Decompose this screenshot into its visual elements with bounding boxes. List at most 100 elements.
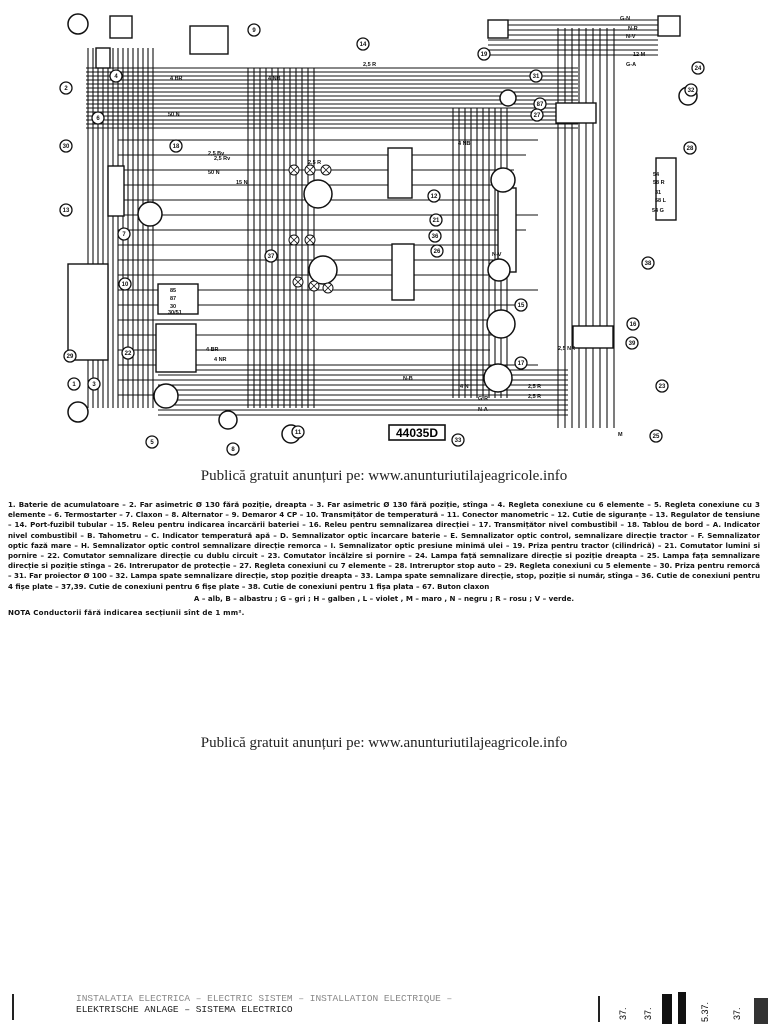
callout-2: 2: [59, 81, 73, 95]
callout-25: 25: [649, 429, 663, 443]
component-round-6: [499, 89, 517, 107]
diagram-code: 44035D: [396, 426, 438, 440]
component-box-12: [572, 325, 614, 349]
callout-number-87: 87: [537, 102, 544, 108]
callout-number-17: 17: [518, 361, 525, 367]
component-round-8: [153, 383, 179, 409]
callout-ring-14: [356, 37, 370, 51]
callout-number-26: 26: [434, 249, 441, 255]
callout-ring-16: [626, 317, 640, 331]
callout-number-10: 10: [122, 282, 129, 288]
callout-ring-21: [429, 213, 443, 227]
callout-number-39: 39: [629, 341, 636, 347]
callout-30: 30: [59, 139, 73, 153]
callout-ring-36: [428, 229, 442, 243]
component-round-4: [486, 309, 516, 339]
callout-32: 32: [684, 83, 698, 97]
component-box-14: [657, 15, 681, 37]
callout-number-13: 13: [63, 208, 70, 214]
callout-number-19: 19: [481, 52, 488, 58]
index-tab-3: 37.: [732, 1007, 742, 1020]
callout-number-1: 1: [72, 382, 76, 388]
component-box-0: [189, 25, 229, 55]
callout-number-6: 6: [96, 116, 100, 122]
callout-ring-8: [226, 442, 240, 456]
panel-lamp-cross-2: [322, 166, 330, 174]
callout-ring-33: [451, 433, 465, 447]
callout-ring-3: [87, 377, 101, 391]
component-round-1: [308, 255, 338, 285]
wire-label-17: M: [618, 432, 623, 438]
callout-number-36: 36: [432, 234, 439, 240]
wire-label-19: 4 N: [460, 384, 469, 390]
wire-label-28: 87: [170, 296, 176, 302]
callout-number-2: 2: [64, 86, 68, 92]
callout-ring-17: [514, 356, 528, 370]
legend-colors: A – alb, B – albastru ; G – gri ; H – ga…: [193, 593, 575, 603]
wire-label-18: 2,5 NR: [558, 346, 575, 352]
component-box-11: [555, 102, 597, 124]
legend-items: 1. Baterie de acumulatoare – 2. Far asim…: [8, 500, 760, 591]
callout-36: 36: [428, 229, 442, 243]
panel-lamp-cross-1: [306, 166, 314, 174]
callout-ring-25: [649, 429, 663, 443]
callout-number-22: 22: [125, 351, 132, 357]
callout-21: 21: [429, 213, 443, 227]
callout-ring-15: [514, 298, 528, 312]
callout-number-4: 4: [114, 74, 118, 80]
callout-ring-22: [121, 346, 135, 360]
callout-number-25: 25: [653, 434, 660, 440]
component-box-2: [95, 47, 111, 69]
wire-label-13: N-R: [628, 26, 638, 32]
callout-ring-23: [655, 379, 669, 393]
callout-38: 38: [641, 256, 655, 270]
callout-87: 87: [533, 97, 547, 111]
wire-label-5: 2,5 Rv: [214, 156, 231, 162]
callout-28: 28: [683, 141, 697, 155]
callout-13: 13: [59, 203, 73, 217]
wire-label-25: 2,5 R: [528, 384, 541, 390]
panel-lamp-cross-6: [310, 282, 318, 290]
callout-ring-30: [59, 139, 73, 153]
callout-10: 10: [118, 277, 132, 291]
callout-ring-28: [683, 141, 697, 155]
wire-label-20: 2,5 R: [528, 394, 541, 400]
footer-title-line2: ELEKTRISCHE ANLAGE – SISTEMA ELECTRICO: [76, 1004, 293, 1015]
legend-block: 1. Baterie de acumulatoare – 2. Far asim…: [8, 500, 760, 618]
wire-label-6: 4 NB: [458, 141, 471, 147]
callout-number-29: 29: [67, 354, 74, 360]
component-box-6: [155, 323, 197, 373]
index-tab-2: 5.37.: [700, 1002, 710, 1022]
footer-title-line1: INSTALATIA ELECTRICA – ELECTRIC SISTEM –…: [76, 993, 453, 1004]
component-box-4: [107, 165, 125, 217]
callout-number-3: 3: [92, 382, 96, 388]
callout-39: 39: [625, 336, 639, 350]
callout-ring-29: [63, 349, 77, 363]
callout-1: 1: [67, 377, 81, 391]
panel-lamp-cross-7: [324, 284, 332, 292]
callout-33: 33: [451, 433, 465, 447]
component-box-3: [67, 263, 109, 361]
callout-5: 5: [145, 435, 159, 449]
callout-number-28: 28: [687, 146, 694, 152]
callout-number-37: 37: [268, 254, 275, 260]
component-round-5: [483, 363, 513, 393]
callout-16: 16: [626, 317, 640, 331]
wire-label-7: 50 N: [208, 170, 220, 176]
callout-number-11: 11: [295, 430, 302, 436]
callout-14: 14: [356, 37, 370, 51]
callout-ring-32: [684, 83, 698, 97]
callout-4: 4: [109, 69, 123, 83]
wire-label-27: 30: [170, 304, 176, 310]
callout-number-12: 12: [431, 194, 438, 200]
callout-number-16: 16: [630, 322, 637, 328]
component-box-1: [109, 15, 133, 39]
panel-lamp-cross-0: [290, 166, 298, 174]
wire-label-30: 54: [653, 172, 660, 178]
callout-29: 29: [63, 349, 77, 363]
footer-margin-bar: [12, 994, 14, 1020]
wire-label-4: 2,5 Bv: [208, 151, 225, 157]
legend-note: NOTA Conductorii fără indicarea secțiuni…: [8, 608, 245, 618]
callout-number-23: 23: [659, 384, 666, 390]
